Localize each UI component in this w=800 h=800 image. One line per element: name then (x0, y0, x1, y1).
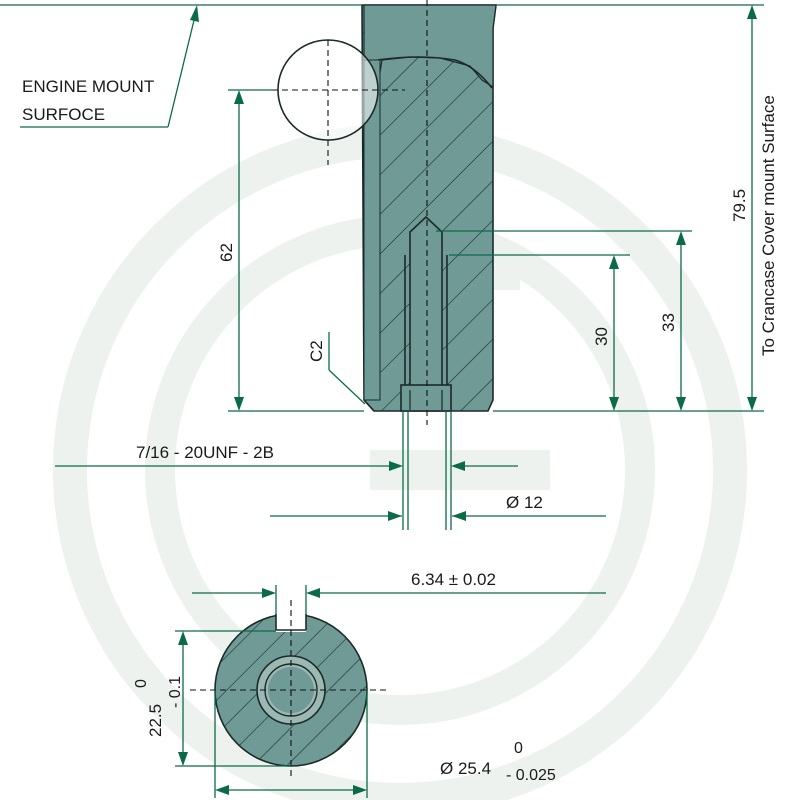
diameter-12-label: Ø 12 (506, 493, 543, 512)
chamfer-c2-label: C2 (307, 340, 326, 362)
shaft-side-view (361, 4, 497, 412)
height-22-5-upper-tol: 0 (133, 679, 150, 688)
keyway-label: 6.34 ± 0.02 (411, 570, 496, 589)
height-22-5-dimension (175, 630, 291, 767)
chamfer-c2-leader (328, 332, 366, 405)
engine-mount-leader (0, 4, 362, 128)
detail-circle (272, 39, 405, 165)
engine-mount-label-line2: SURFOCE (22, 105, 105, 124)
thread-label: 7/16 - 20UNF - 2B (136, 443, 274, 462)
dimension-79-5 (493, 4, 764, 412)
diameter-25-4-lower-tol: - 0.025 (506, 767, 556, 784)
dimension-33 (436, 230, 692, 411)
dimension-79-5-label: 79.5 (730, 189, 749, 222)
diameter-25-4-upper-tol: 0 (514, 740, 523, 757)
dimension-30 (449, 254, 630, 411)
crankcase-note-label: To Crancase Cover mount Surface (759, 95, 778, 356)
diameter-25-4-label: Ø 25.4 (440, 759, 491, 778)
height-22-5-label: 22.5 (146, 704, 165, 737)
thread-dimension (55, 411, 518, 530)
dimension-30-label: 30 (592, 327, 611, 346)
keyway-dimension (192, 585, 606, 614)
dimension-33-label: 33 (659, 313, 678, 332)
dimension-62 (228, 89, 364, 412)
diameter-25-4-dimension (214, 690, 368, 798)
diameter-12-dimension (270, 411, 606, 530)
engine-mount-label-line1: ENGINE MOUNT (22, 77, 154, 96)
height-22-5-lower-tol: - 0.1 (167, 676, 184, 708)
dimension-62-label: 62 (217, 243, 236, 262)
